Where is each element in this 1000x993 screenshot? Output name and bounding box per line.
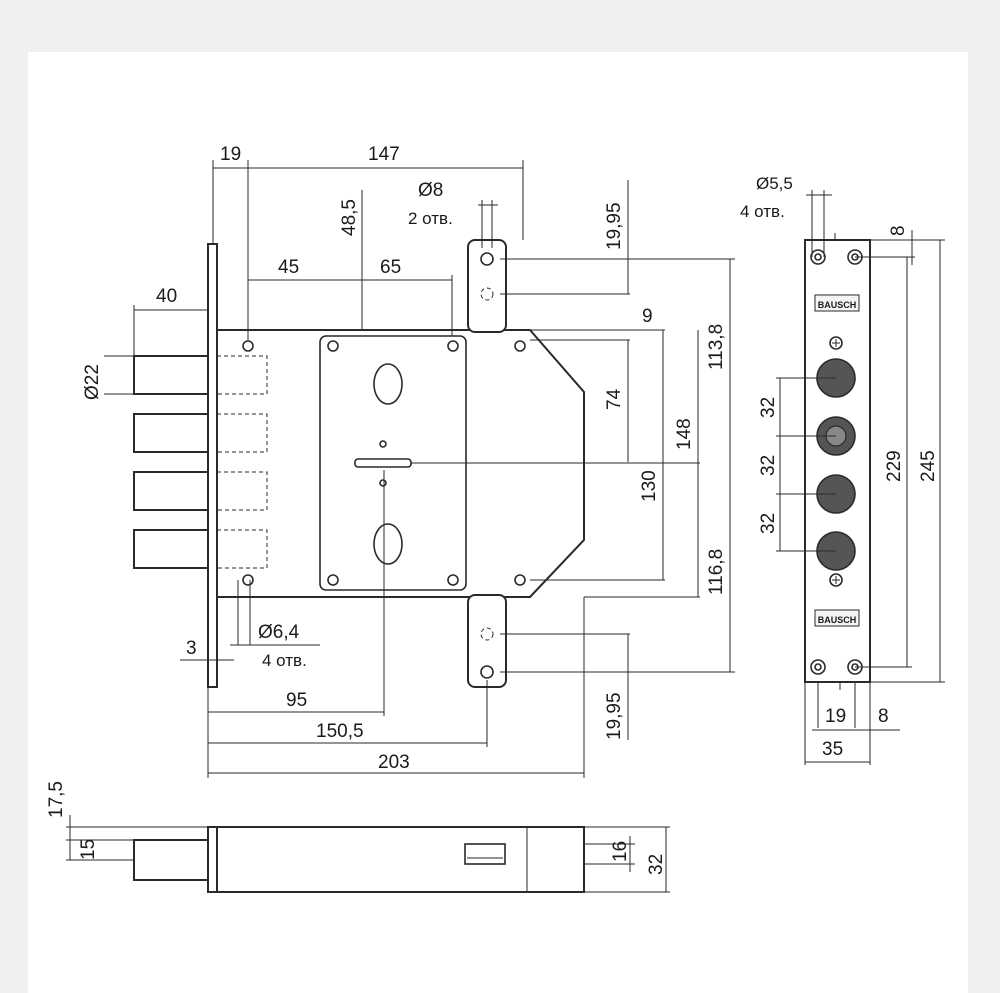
mount-hole [242, 340, 254, 352]
dim-32-side: 32 [646, 854, 667, 875]
dim-74: 74 [604, 388, 625, 410]
dim-229: 229 [884, 450, 905, 482]
dim-203: 203 [378, 752, 410, 773]
dim-2-holes: 2 отв. [408, 209, 453, 228]
dim-19-95-bottom: 19,95 [604, 692, 625, 740]
side-case [207, 826, 585, 893]
logo-top-text: BAUSCH [818, 300, 857, 310]
dim-130: 130 [639, 470, 660, 502]
screw-hole [447, 340, 459, 352]
side-bolt [133, 839, 209, 881]
dim-15: 15 [78, 839, 99, 860]
dim-35: 35 [822, 739, 843, 760]
dim-4-holes: 4 отв. [262, 651, 307, 670]
dim-8-diam: Ø8 [418, 180, 443, 201]
dim-245: 245 [918, 450, 939, 482]
bolt [133, 413, 209, 453]
dim-45: 45 [278, 257, 299, 278]
dim-95: 95 [286, 690, 307, 711]
dim-8-bottom: 8 [878, 706, 889, 727]
mount-hole [514, 340, 526, 352]
lock-side-view: 17,5 15 16 32 [46, 781, 670, 893]
bracket-hole-hidden [480, 627, 494, 641]
dim-147: 147 [368, 144, 400, 165]
mount-hole [514, 574, 526, 586]
dim-48-5: 48,5 [339, 199, 360, 236]
key-pin-hole [379, 479, 387, 487]
bracket-hole [480, 665, 494, 679]
bolt [133, 529, 209, 569]
dim-150-5: 150,5 [316, 721, 364, 742]
logo-top [814, 294, 860, 312]
faceplate [804, 239, 871, 683]
dim-19-faceplate: 19 [825, 706, 846, 727]
main-dimensions: 19 147 48,5 Ø8 2 отв. 19,95 45 65 40 Ø22… [82, 144, 727, 773]
dim-40: 40 [156, 286, 177, 307]
dim-19: 19 [220, 144, 241, 165]
dim-8-top: 8 [888, 225, 909, 236]
logo-bottom-text: BAUSCH [818, 615, 857, 625]
upper-key-slot [373, 363, 403, 405]
dim-148: 148 [674, 418, 695, 450]
dim-22-diam: Ø22 [82, 364, 103, 400]
dim-32-c: 32 [758, 513, 779, 534]
bolt [133, 471, 209, 511]
mount-hole [242, 574, 254, 586]
dim-16: 16 [610, 841, 631, 862]
dim-faceplate-4-holes: 4 отв. [740, 202, 785, 221]
dim-113-8: 113,8 [706, 324, 727, 370]
screw-hole [447, 574, 459, 586]
logo-bottom [814, 609, 860, 627]
faceplate-view: BAUSCH BAUSCH [740, 174, 945, 765]
bolt [133, 355, 209, 395]
lock-front-view [104, 160, 735, 778]
dim-3: 3 [186, 638, 197, 659]
dim-65: 65 [380, 257, 401, 278]
bolts [133, 355, 268, 569]
bracket-hole [480, 252, 494, 266]
dim-116-8: 116,8 [706, 549, 727, 595]
side-slot [464, 843, 506, 865]
dim-32-b: 32 [758, 455, 779, 476]
front-plate [207, 243, 218, 688]
key-pin-hole [379, 440, 387, 448]
dim-6-4-diam: Ø6,4 [258, 622, 300, 643]
screw-hole [327, 340, 339, 352]
lower-key-slot [373, 523, 403, 565]
screw-hole [327, 574, 339, 586]
dim-17-5: 17,5 [46, 781, 67, 818]
dim-9: 9 [642, 306, 653, 327]
dim-5-5-diam: Ø5,5 [756, 174, 793, 193]
top-bracket [467, 239, 507, 333]
dim-32-a: 32 [758, 397, 779, 418]
dim-19-95-top: 19,95 [604, 202, 625, 250]
bracket-hole-hidden [480, 287, 494, 301]
